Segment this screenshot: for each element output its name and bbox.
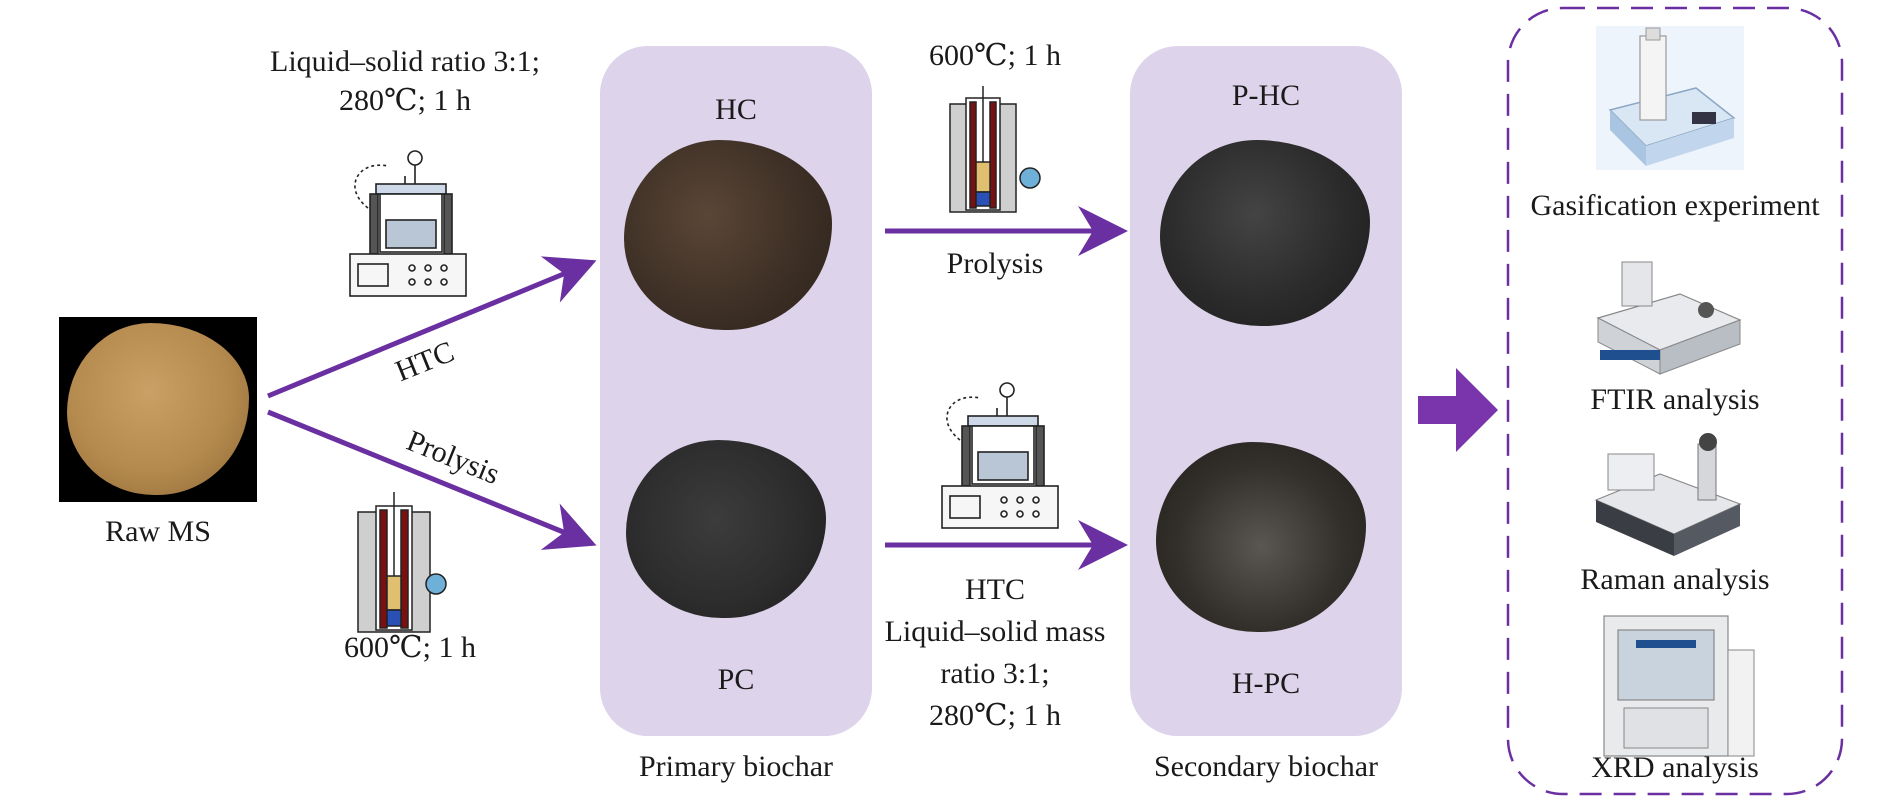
pyrolysis-conditions: 600℃; 1 h xyxy=(344,631,476,664)
htc-conditions-line2: 280℃; 1 h xyxy=(339,84,471,117)
pc-sample xyxy=(626,440,826,618)
p-hc-sample xyxy=(1160,140,1370,326)
hc-label: HC xyxy=(715,93,757,126)
raw-ms-label: Raw MS xyxy=(105,515,211,548)
analysis-label-2: Raman analysis xyxy=(1580,563,1770,596)
top-second-step-arrow-label: Prolysis xyxy=(946,247,1044,280)
xrd-diffractometer-icon xyxy=(1603,615,1755,757)
hc-sample xyxy=(624,140,832,330)
analysis-label-1: FTIR analysis xyxy=(1590,383,1760,416)
analysis-label-3: XRD analysis xyxy=(1591,751,1759,784)
pyrolysis-arrow xyxy=(267,409,597,550)
gasification-instrument-icon xyxy=(1596,26,1744,170)
p-hc-label: P-HC xyxy=(1231,79,1301,112)
bottom-step-line4: 280℃; 1 h xyxy=(929,699,1061,732)
secondary-biochar-caption: Secondary biochar xyxy=(1153,750,1379,783)
raman-microscope-icon xyxy=(1594,433,1742,556)
bottom-step-line2: Liquid–solid mass xyxy=(884,615,1106,648)
h-pc-sample xyxy=(1156,442,1366,632)
htc-arrow xyxy=(267,256,597,399)
primary-biochar-caption: Primary biochar xyxy=(638,750,834,783)
ftir-spectrometer-icon xyxy=(1596,261,1742,375)
bottom-step-line1: HTC xyxy=(965,573,1025,606)
h-pc-label: H-PC xyxy=(1231,667,1301,700)
pc-label: PC xyxy=(717,663,755,696)
analysis-label-0: Gasification experiment xyxy=(1530,189,1820,222)
raw-ms-sample xyxy=(67,323,249,495)
htc-conditions-line1: Liquid–solid ratio 3:1; xyxy=(270,45,540,78)
top-second-step-conditions: 600℃; 1 h xyxy=(929,39,1061,72)
raw-ms-photo xyxy=(59,317,257,502)
to-analysis-arrow xyxy=(1418,368,1498,452)
bottom-step-line3: ratio 3:1; xyxy=(940,657,1050,690)
